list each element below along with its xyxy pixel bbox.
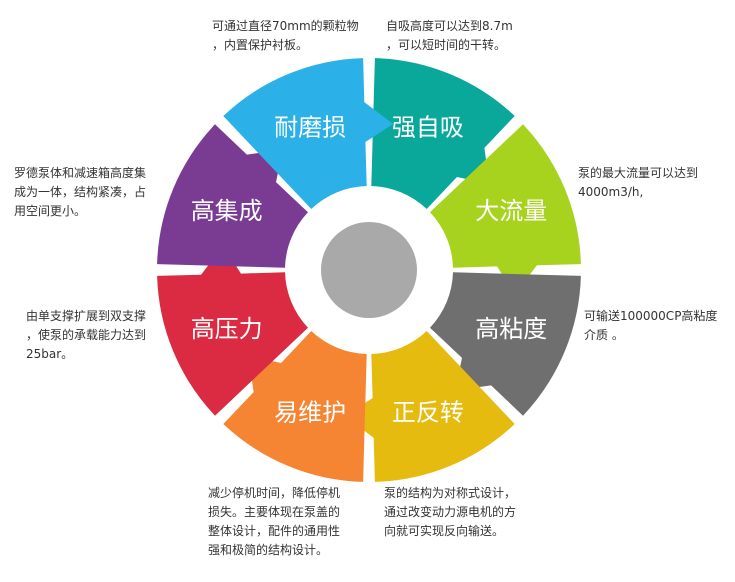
- desc-naimosun: 可通过直径70mm的颗粒物 ，内置保护衬板。: [212, 19, 359, 52]
- segment-zhengfanzhuan: [344, 331, 515, 482]
- center-circle: [321, 222, 417, 318]
- segment-label-qiangzixi: 强自吸: [392, 114, 464, 142]
- desc-daliuliang: 泵的最大流量可以达到 4000m3/h,: [578, 166, 699, 199]
- desc-gaojicheng: 罗德泵体和减速箱高度集 成为一体，结构紧凑，占 用空间更小。: [14, 166, 147, 218]
- segment-label-naimosun: 耐磨损: [274, 114, 346, 142]
- segment-gaoyali: [157, 245, 308, 416]
- desc-gaoniandu: 可输送100000CP高粘度 介质 。: [584, 309, 718, 342]
- desc-zhengfanzhuan: 泵的结构为对称式设计， 通过改变动力源电机的方 向就可实现反向输送。: [384, 486, 517, 538]
- segment-label-daliuliang: 大流量: [475, 197, 547, 225]
- desc-qiangzixi: 自吸高度可以达到8.7m ，可以短时间的干转。: [386, 19, 513, 52]
- segment-label-zhengfanzhuan: 正反转: [392, 398, 464, 426]
- segment-daliuliang: [430, 124, 581, 295]
- segment-naimosun: [223, 58, 394, 209]
- segment-label-gaoniandu: 高粘度: [475, 315, 547, 343]
- segment-label-yiweihu: 易维护: [274, 398, 346, 426]
- segment-label-gaoyali: 高压力: [191, 315, 263, 343]
- desc-gaoyali: 由单支撑扩展到双支撑 ，使泵的承载能力达到 25bar。: [26, 309, 147, 361]
- segment-label-gaojicheng: 高集成: [191, 197, 263, 225]
- desc-yiweihu: 减少停机时间，降低停机 损失。主要体现在泵盖的 整体设计，配件的通用性 强和极简…: [208, 486, 341, 557]
